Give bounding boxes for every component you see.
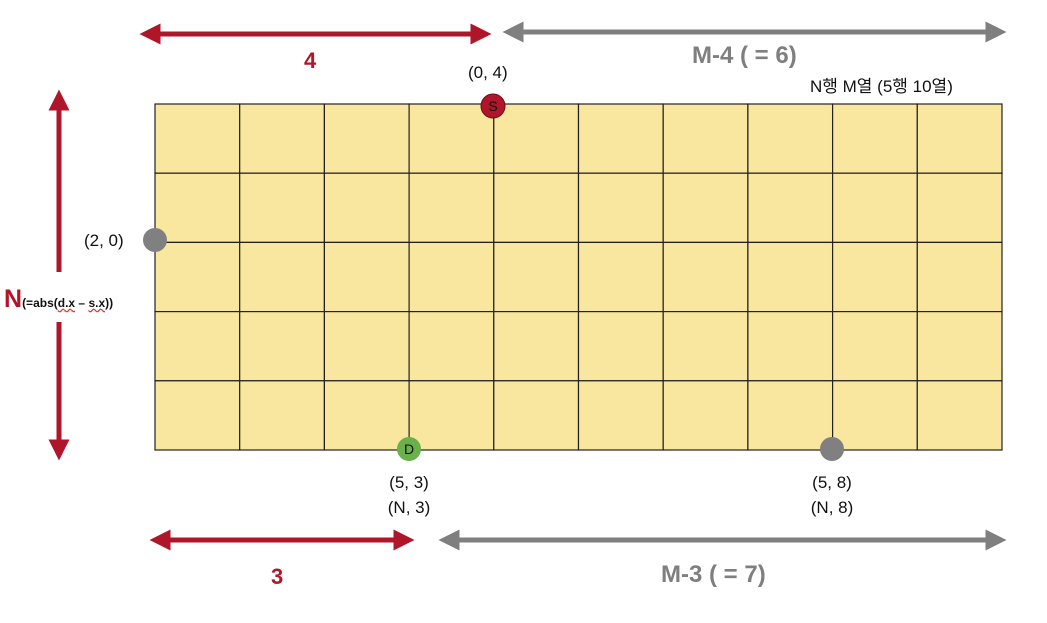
grid-cell-r2-c8 xyxy=(831,241,918,313)
grid-cell-r1-c1 xyxy=(239,172,325,243)
grid-cell-r4-c6 xyxy=(662,380,749,451)
grid-cell-r4-c0 xyxy=(154,380,241,451)
formula-dx: d.x xyxy=(57,296,76,310)
grid-cell-r3-c8 xyxy=(831,311,918,382)
grid-cell-r1-c6 xyxy=(662,172,749,243)
vertical-length-label: N(=abs(d.x – s.x)) xyxy=(4,285,113,314)
grid-cell-r0-c6 xyxy=(662,103,749,174)
grid-cell-r2-c2 xyxy=(323,241,410,313)
grid-cell-r3-c6 xyxy=(662,311,749,382)
grid-cell-r4-c9 xyxy=(916,380,1003,451)
grid-cell-r3-c9 xyxy=(916,311,1003,382)
grid-cell-r3-c0 xyxy=(154,311,241,382)
grid-size-label: N행 M열 (5행 10열) xyxy=(810,77,953,96)
grid-cell-r3-c3 xyxy=(408,311,495,382)
top-right-length-label: M-4 ( = 6) xyxy=(692,42,797,69)
grid-cell-r2-c4 xyxy=(493,241,580,313)
grid-cell-r1-c2 xyxy=(323,172,410,243)
left-point-label: (2, 0) xyxy=(84,231,124,250)
grid-cell-r4-c1 xyxy=(239,380,325,451)
grid-cell-r2-c3 xyxy=(408,241,495,313)
grid-cell-r1-c8 xyxy=(831,172,918,243)
grid-cell-r2-c6 xyxy=(662,241,749,313)
grid-cell-r2-c9 xyxy=(916,241,1003,313)
grid-cell-r1-c4 xyxy=(493,172,580,243)
dest-point-label: (5, 3) (N, 3) xyxy=(383,470,435,520)
grid-cell-r0-c0 xyxy=(154,103,241,174)
grid-cell-r1-c9 xyxy=(916,172,1003,243)
top-left-length-label: 4 xyxy=(304,48,317,73)
start-point-dot xyxy=(480,93,506,119)
grid-cell-r1-c0 xyxy=(154,172,241,243)
grid-cell-r3-c2 xyxy=(323,311,410,382)
bottom-right-point-label-line1: (5, 8) xyxy=(812,473,852,492)
bottom-right-length-label: M-3 ( = 7) xyxy=(661,561,766,588)
grid-cell-r3-c5 xyxy=(577,311,664,382)
bottom-left-length-label: 3 xyxy=(271,564,284,589)
start-point-label: (0, 4) xyxy=(468,63,508,82)
grid-cell-r0-c3 xyxy=(408,103,495,174)
grid-cell-r4-c8 xyxy=(831,380,918,451)
grid-cell-r3-c7 xyxy=(747,311,834,382)
grid-cell-r4-c3 xyxy=(408,380,495,451)
grid-cell-r2-c5 xyxy=(577,241,664,313)
grid-cell-r4-c4 xyxy=(493,380,580,451)
grid-cell-r3-c1 xyxy=(239,311,325,382)
vertical-length-letter: N xyxy=(4,285,23,313)
grid-cell-r4-c7 xyxy=(747,380,834,451)
start-point-letter: S xyxy=(488,98,498,114)
grid-cell-r0-c1 xyxy=(239,103,325,174)
grid xyxy=(154,103,1003,451)
formula-prefix: (=abs( xyxy=(22,296,58,310)
grid-cell-r0-c8 xyxy=(831,103,918,174)
grid-cell-r1-c5 xyxy=(577,172,664,243)
dest-point-dot xyxy=(397,437,421,461)
bottom-right-point-label-line2: (N, 8) xyxy=(810,498,854,517)
formula-suffix: )) xyxy=(105,296,114,310)
grid-cell-r1-c3 xyxy=(408,172,495,243)
grid-cell-r1-c7 xyxy=(747,172,834,243)
formula-dash: – xyxy=(75,296,89,310)
grid-cell-r2-c1 xyxy=(239,241,325,313)
grid-cell-r4-c5 xyxy=(577,380,664,451)
grid-cell-r2-c0 xyxy=(154,241,241,313)
bottom-right-point-dot xyxy=(820,437,844,461)
bottom-right-point-label: (5, 8) (N, 8) xyxy=(806,470,858,520)
grid-cell-r2-c7 xyxy=(747,241,834,313)
grid-cell-r4-c2 xyxy=(323,380,410,451)
dest-point-label-line1: (5, 3) xyxy=(389,473,429,492)
grid-cell-r0-c9 xyxy=(916,103,1003,174)
vertical-length-formula: (=abs(d.x – s.x)) xyxy=(22,296,113,310)
grid-cell-r0-c2 xyxy=(323,103,410,174)
grid-cell-r0-c7 xyxy=(747,103,834,174)
grid-cell-r0-c4 xyxy=(493,103,580,174)
left-point-dot xyxy=(143,228,167,252)
grid-cell-r0-c5 xyxy=(577,103,664,174)
dest-point-label-line2: (N, 3) xyxy=(387,498,431,517)
formula-sx: s.x xyxy=(88,296,106,310)
grid-cell-r3-c4 xyxy=(493,311,580,382)
dest-point-letter: D xyxy=(403,441,415,457)
